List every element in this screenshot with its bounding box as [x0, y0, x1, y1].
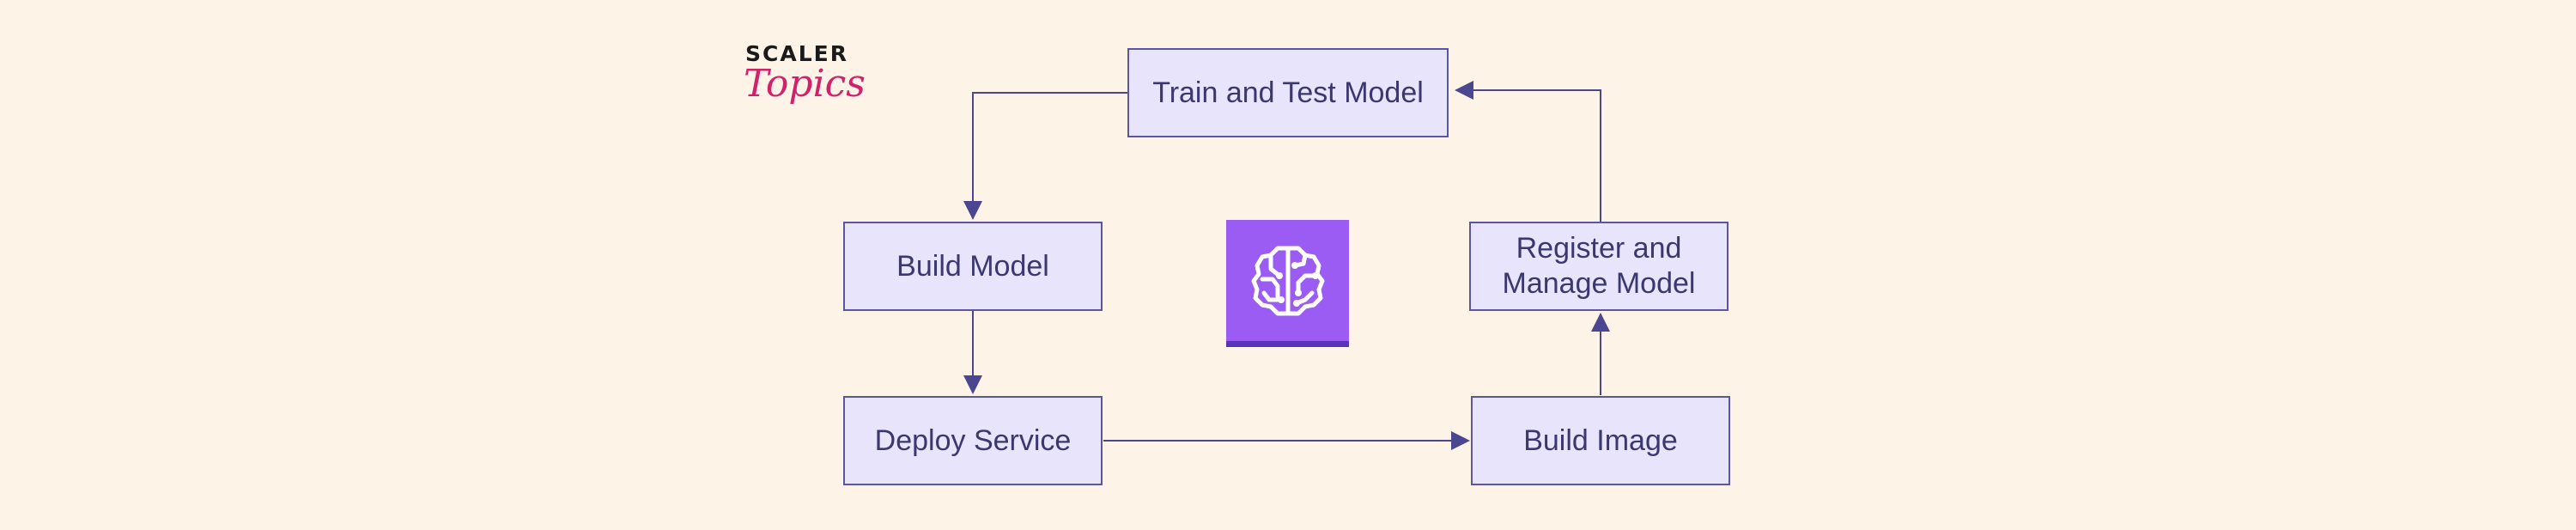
arrowhead-deploy	[963, 375, 982, 394]
arrowhead-build-model	[963, 201, 982, 220]
arrow-train-to-build-model	[972, 92, 1127, 206]
arrow-register-to-train	[1468, 89, 1601, 222]
register-and-manage-model-label-line2: Manage Model	[1502, 267, 1696, 300]
brain-circuit-glyph	[1251, 246, 1324, 315]
arrowhead-build-image	[1451, 431, 1470, 450]
brain-circuit-icon	[1226, 220, 1349, 347]
register-and-manage-model-label-line1: Register and	[1516, 232, 1682, 265]
build-image-label: Build Image	[1523, 423, 1678, 457]
deploy-service-label: Deploy Service	[874, 423, 1072, 457]
train-and-test-model-label: Train and Test Model	[1152, 76, 1424, 109]
deploy-service-node: Deploy Service	[843, 396, 1103, 485]
build-model-label: Build Model	[896, 249, 1049, 283]
register-and-manage-model-node: Register and Manage Model	[1469, 222, 1728, 311]
arrowhead-register	[1591, 313, 1610, 332]
logo: SCALER Topics	[744, 41, 866, 131]
build-model-node: Build Model	[843, 222, 1103, 311]
build-image-node: Build Image	[1471, 396, 1730, 485]
logo-brand-bottom: Topics	[744, 62, 866, 106]
logo-brand-top: SCALER	[745, 41, 848, 66]
train-and-test-model-node: Train and Test Model	[1127, 48, 1449, 137]
arrowhead-train	[1455, 81, 1473, 100]
